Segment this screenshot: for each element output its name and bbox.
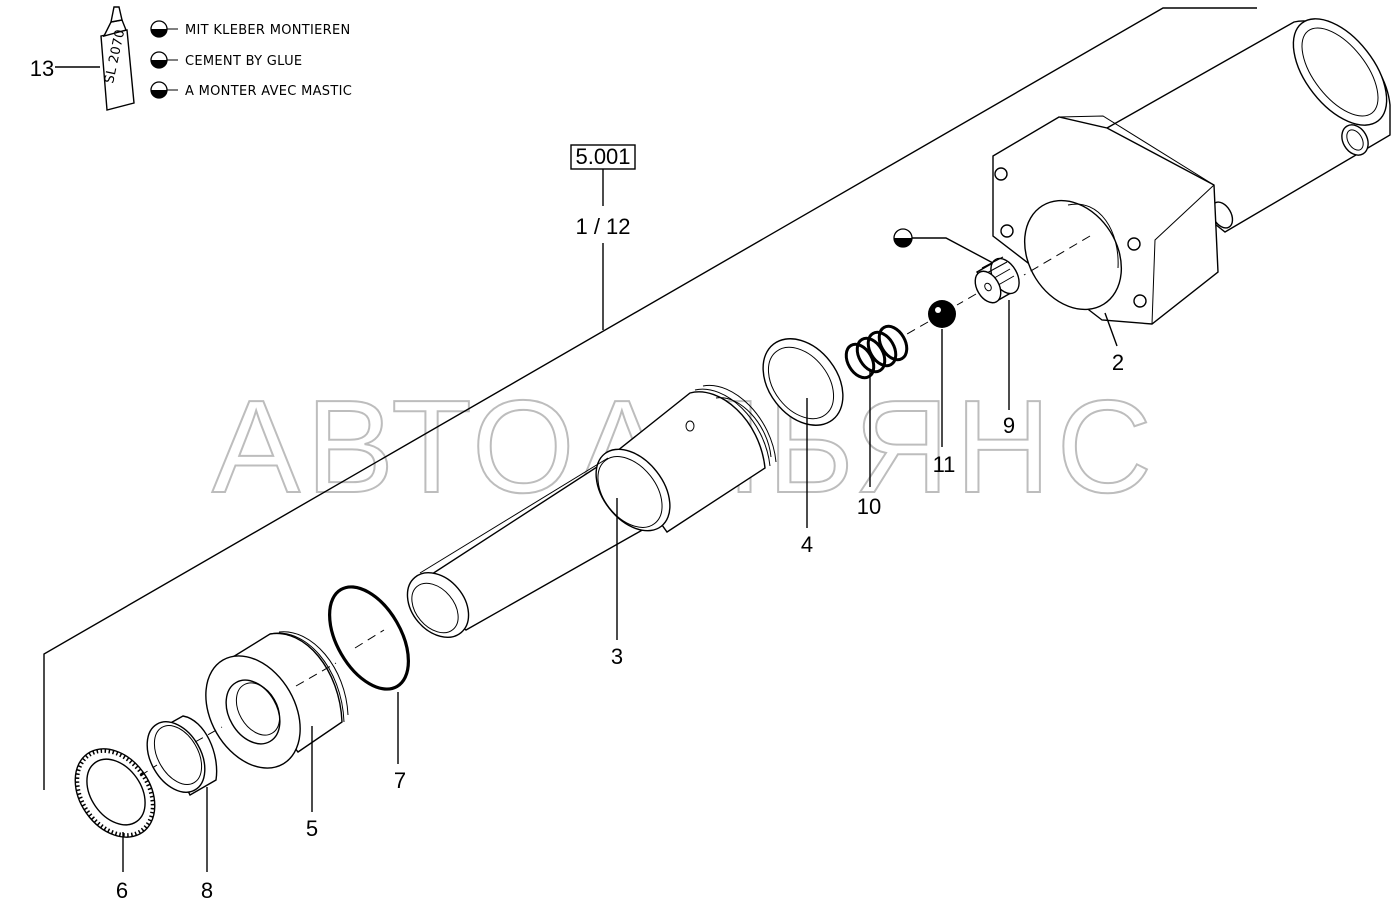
part-number-9: 9 bbox=[1003, 413, 1015, 438]
part-ball bbox=[899, 300, 956, 339]
half-filled-circle-icon bbox=[150, 20, 178, 38]
part-number-4: 4 bbox=[801, 532, 813, 557]
legend-item-1: MIT KLEBER MONTIEREN bbox=[185, 23, 351, 38]
legend-item-2: CEMENT BY GLUE bbox=[185, 54, 302, 69]
center-axis bbox=[194, 662, 337, 743]
reference-range-label: 1 / 12 bbox=[575, 214, 630, 239]
reference-box-label: 5.001 bbox=[575, 144, 630, 169]
part-housing bbox=[992, 18, 1391, 325]
part-plain-ring bbox=[146, 715, 218, 796]
part-number-5: 5 bbox=[306, 816, 318, 841]
part-number-3: 3 bbox=[611, 644, 623, 669]
part-piston bbox=[406, 384, 777, 638]
part-number-13: 13 bbox=[30, 56, 54, 81]
part-flat-ring bbox=[762, 338, 844, 426]
legend-item-3: A MONTER AVEC MASTIC bbox=[185, 84, 352, 99]
part-knurled-ring bbox=[74, 748, 158, 838]
glue-marker bbox=[893, 228, 994, 264]
part-number-11: 11 bbox=[933, 452, 956, 477]
part-number-7: 7 bbox=[394, 768, 406, 793]
part-number-2: 2 bbox=[1112, 350, 1124, 375]
reference-callout: 5.001 1 / 12 bbox=[570, 144, 636, 330]
part-numbers: 2 3 4 5 6 7 8 9 10 11 13 bbox=[30, 56, 1124, 903]
half-filled-circle-icon bbox=[150, 51, 178, 69]
assembly-bracket bbox=[43, 7, 1257, 790]
part-number-6: 6 bbox=[116, 878, 128, 903]
part-o-ring bbox=[328, 585, 410, 691]
half-filled-circle-icon bbox=[150, 81, 178, 99]
part-guide-bushing bbox=[205, 631, 349, 769]
glue-legend: SL 2070 MIT KLEBER MONTIEREN CEMENT BY G… bbox=[55, 6, 352, 111]
part-number-8: 8 bbox=[201, 878, 213, 903]
part-number-10: 10 bbox=[857, 494, 881, 519]
glue-tube-icon: SL 2070 bbox=[100, 6, 135, 111]
leader-lines bbox=[122, 300, 1118, 872]
part-spring bbox=[844, 324, 909, 380]
